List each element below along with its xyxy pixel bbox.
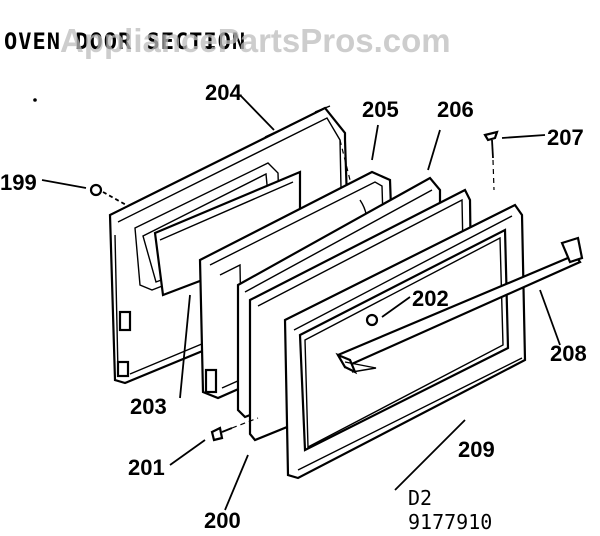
label-207: 207 xyxy=(547,125,584,150)
label-199: 199 xyxy=(0,170,37,195)
part-199-screw xyxy=(89,183,129,207)
part-201-screw xyxy=(210,417,259,442)
label-204: 204 xyxy=(205,80,242,105)
label-206: 206 xyxy=(437,97,474,122)
drawing-code: D2 xyxy=(408,486,433,510)
watermark: AppliancePartsPros.com xyxy=(60,22,451,59)
part-208-handle xyxy=(335,236,584,375)
leader-lines xyxy=(41,94,561,511)
part-202-screw xyxy=(365,313,379,327)
label-203: 203 xyxy=(130,394,167,419)
label-205: 205 xyxy=(362,97,399,122)
label-202: 202 xyxy=(412,286,449,311)
part-207-screw xyxy=(483,130,499,191)
label-209: 209 xyxy=(458,437,495,462)
stray-mark xyxy=(33,98,37,102)
label-201: 201 xyxy=(128,455,165,480)
label-200: 200 xyxy=(204,508,241,533)
label-208: 208 xyxy=(550,341,587,366)
drawing-number: 9177910 xyxy=(408,510,493,534)
diagram-title: OVEN DOOR SECTION xyxy=(4,30,247,55)
